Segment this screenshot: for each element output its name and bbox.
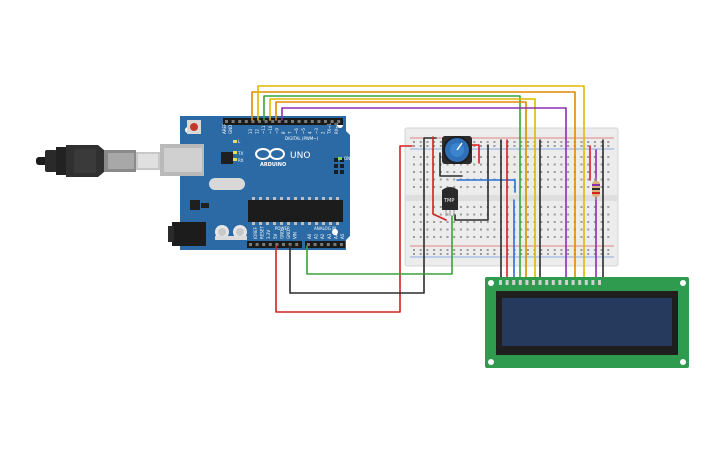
wire-red-bb-2 (469, 144, 480, 164)
brand-text: ARDUINO (260, 162, 286, 168)
wire-black-bb-2 (454, 144, 489, 221)
lcd-screen (502, 298, 672, 346)
digital-pin-label: TX→1 (327, 122, 332, 135)
potentiometer-icon[interactable] (442, 136, 472, 164)
capacitors (215, 225, 247, 240)
power-pin-label: 5V (273, 233, 278, 239)
power-pin-label: GND (279, 230, 284, 239)
lcd-display (485, 277, 689, 368)
usb-chip (221, 152, 233, 164)
digital-header-label: DIGITAL (PWM~) (285, 136, 319, 141)
arduino-logo: ARDUINO UNO (255, 148, 310, 168)
digital-header (223, 118, 343, 125)
resistor-icon (592, 178, 600, 200)
digital-pin-label: ~10 (268, 125, 273, 134)
wire-orange-2 (275, 101, 527, 281)
sensor-label: TMP (443, 198, 454, 204)
l-label: L (238, 139, 241, 144)
atmega-chip (248, 197, 343, 225)
bottom-pin-holes (249, 243, 343, 246)
analog-pin-label: A5 (340, 233, 345, 239)
model-text: UNO (290, 151, 310, 161)
power-pin-label: VIN (293, 232, 298, 239)
digital-pin-label: RX←0 (334, 122, 339, 134)
wire-red-5v (275, 145, 413, 313)
crystal (209, 178, 245, 190)
wire-black-bb-1 (439, 152, 463, 177)
wire-orange-1 (251, 91, 576, 281)
wire-yellow-2 (269, 98, 536, 281)
wire-blue-bb (456, 179, 516, 193)
analog-pin-label: A1 (314, 233, 319, 239)
analog-pin-label: A2 (320, 233, 325, 239)
analog-pin-label: A3 (327, 233, 332, 239)
wire-black-gnd (289, 137, 437, 294)
analog-header-label: ANALOG IN (314, 226, 336, 231)
digital-pin-label: 12 (255, 128, 260, 134)
regulator (190, 200, 200, 210)
digital-pin-label: 13 (248, 128, 253, 134)
wires (251, 85, 604, 313)
aref-label: AREF (222, 123, 227, 134)
digital-pin-label: 2 (321, 131, 326, 134)
usb-port (160, 144, 204, 176)
power-pin-label: 3.3V (266, 230, 271, 239)
arduino-uno-board: TX RX L ON ARDUINO UNO DIGITAL (PWM~) AR… (160, 116, 350, 250)
power-header (247, 241, 302, 248)
digital-pin-label: ~3 (314, 128, 319, 134)
digital-pin-label: ~9 (274, 128, 279, 134)
power-header-label: POWER (275, 226, 290, 231)
power-jack (168, 222, 206, 246)
breadboard (404, 127, 619, 267)
analog-pin-label: A4 (333, 233, 338, 239)
power-pin-label: GND (286, 230, 291, 239)
power-pin-label: RESET (260, 226, 265, 239)
digital-pin-label: 4 (307, 131, 312, 134)
tx-label: TX (237, 151, 243, 156)
wire-green-a0 (306, 215, 453, 275)
usb-cable-icon (36, 145, 160, 177)
wire-green-1 (263, 95, 521, 281)
on-label: ON (344, 156, 350, 161)
temperature-sensor-icon: TMP (442, 187, 458, 216)
digital-pin-label: ~11 (261, 125, 266, 134)
lcd-pins (499, 280, 601, 285)
analog-header (305, 241, 345, 248)
gnd-label: GND (228, 125, 233, 134)
wire-red-bb-1 (432, 136, 447, 221)
analog-pin-label: A0 (307, 233, 312, 239)
reset-button[interactable] (187, 120, 201, 134)
digital-pin-label: 8 (281, 131, 286, 134)
power-pin-label: IOREF (253, 226, 258, 239)
digital-pin-holes (225, 120, 341, 123)
digital-pin-label: 7 (288, 131, 293, 134)
digital-pin-label: ~6 (294, 128, 299, 134)
wire-yellow-1 (257, 85, 585, 281)
rx-label: RX (238, 158, 244, 163)
digital-pin-label: ~5 (301, 128, 306, 134)
wire-purple-1 (281, 107, 567, 281)
